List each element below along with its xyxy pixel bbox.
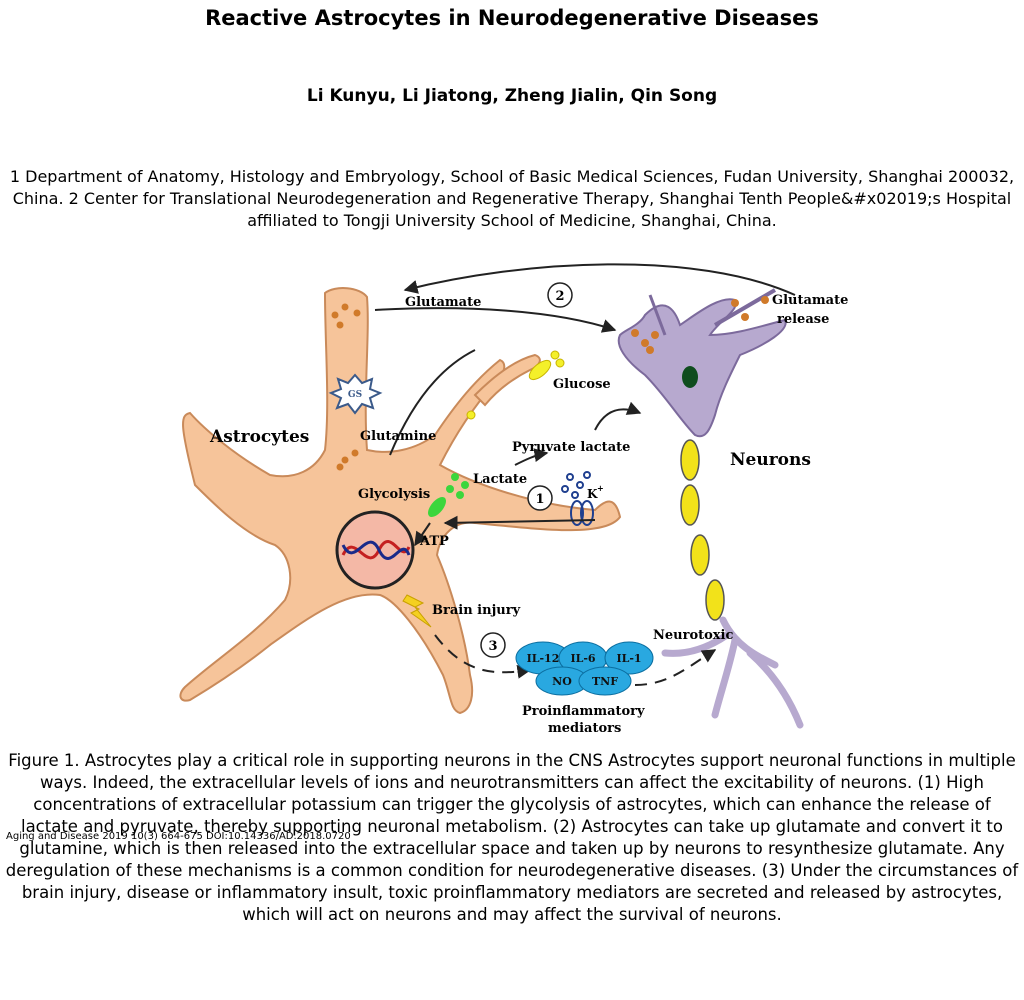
mediator-no-label: NO xyxy=(552,675,572,688)
figure-caption: Figure 1. Astrocytes play a critical rol… xyxy=(5,751,1019,924)
neurons-label: Neurons xyxy=(730,450,811,470)
astrocyte-nucleus xyxy=(335,510,415,590)
mediator-tnf xyxy=(578,666,632,696)
step-one-label: 1 xyxy=(535,492,544,507)
step-three-label: 3 xyxy=(488,639,497,654)
gs-enzyme-star: GS xyxy=(328,373,383,415)
potassium-charge-label: + xyxy=(597,483,604,493)
mediator-il12-label: IL-12 xyxy=(527,652,560,665)
glutamate-release-label-1: Glutamate xyxy=(772,293,848,308)
step-markers xyxy=(480,282,573,658)
astrocyte-neuron-figure: GS xyxy=(179,263,848,736)
glucose-molecules xyxy=(466,350,565,420)
glutamate-release-label-2: release xyxy=(777,312,829,327)
glucose-label: Glucose xyxy=(553,377,611,392)
mediator-il1 xyxy=(604,641,654,675)
proinflammatory-label-2: mediators xyxy=(548,721,621,736)
proinflammatory-label-1: Proinflammatory xyxy=(522,704,645,719)
neuron-cell xyxy=(617,288,804,729)
mediator-tnf-label: TNF xyxy=(592,675,618,688)
neuron-nucleus xyxy=(682,366,698,388)
glutamine-label: Glutamine xyxy=(360,429,436,444)
glutamate-vesicles xyxy=(331,296,769,471)
potassium-ions xyxy=(561,471,594,526)
brain-injury-label: Brain injury xyxy=(432,603,521,618)
citation-line: Aging and Disease 2019 10(3) 664-675 DOI… xyxy=(6,831,351,842)
astrocyte-cell xyxy=(179,287,622,715)
pathway-arrows xyxy=(374,263,796,686)
neuron-soma xyxy=(617,298,787,438)
pyruvate-lactate-label: Pyruvate lactate xyxy=(512,440,630,455)
brain-injury-bolt-icon xyxy=(402,594,432,628)
mediator-cluster: IL-12 IL-6 IL-1 NO TNF xyxy=(515,641,654,696)
glutamate-label: Glutamate xyxy=(405,295,481,310)
lactate-molecules xyxy=(428,473,469,517)
paper-affiliations: 1 Department of Anatomy, Histology and E… xyxy=(9,167,1015,230)
step-two-label: 2 xyxy=(555,289,564,304)
neurotoxic-label: Neurotoxic xyxy=(653,628,733,643)
potassium-label: K xyxy=(587,487,598,501)
astrocytes-label: Astrocytes xyxy=(209,427,309,447)
atp-label: ATP xyxy=(419,534,449,549)
gs-label: GS xyxy=(348,390,362,400)
paper-authors: Li Kunyu, Li Jiatong, Zheng Jialin, Qin … xyxy=(306,86,718,106)
mediator-il6-label: IL-6 xyxy=(570,652,595,665)
mediator-il1-label: IL-1 xyxy=(616,652,641,665)
glycolysis-label: Glycolysis xyxy=(358,487,430,502)
paper-title: Reactive Astrocytes in Neurodegenerative… xyxy=(205,6,819,30)
neuron-axon xyxy=(680,439,725,621)
lactate-label: Lactate xyxy=(473,472,527,487)
astrocyte-body xyxy=(179,287,622,715)
